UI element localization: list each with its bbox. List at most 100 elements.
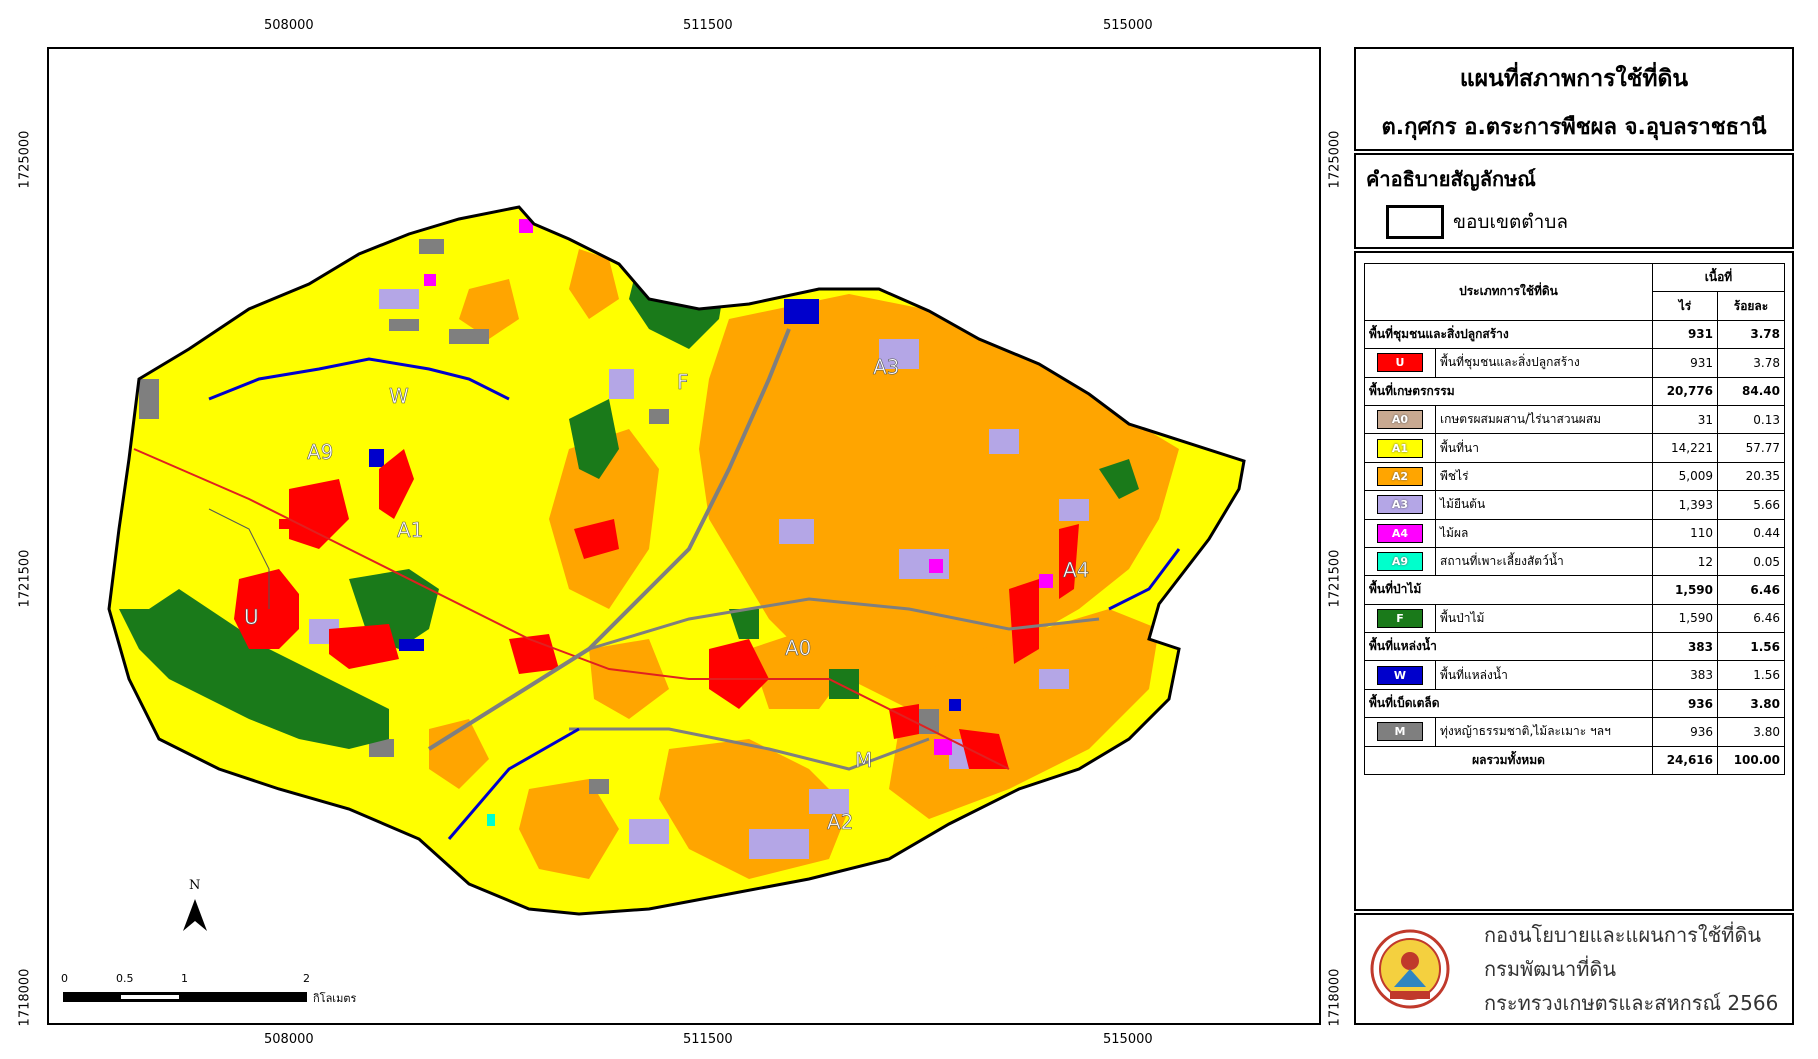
scale-bar <box>63 992 307 1002</box>
class-swatch-cell: W <box>1364 660 1436 690</box>
class-label: พื้นป่าไม้ <box>1435 603 1653 634</box>
map-label-u: U <box>244 605 259 629</box>
class-swatch-cell: A0 <box>1364 404 1436 435</box>
class-rai: 14,221 <box>1652 433 1718 463</box>
class-pct: 0.13 <box>1717 404 1785 435</box>
class-label: ไม้ยืนต้น <box>1435 490 1653 520</box>
stream <box>569 727 930 771</box>
y-tick-right: 1718000 <box>1327 968 1343 1027</box>
class-rai: 931 <box>1652 348 1718 378</box>
credit-line-1: กองนโยบายและแผนการใช้ที่ดิน <box>1484 923 1762 947</box>
class-swatch: A1 <box>1377 438 1423 458</box>
map-label-a3: A3 <box>873 355 899 379</box>
land-use-urban <box>234 449 1079 769</box>
class-swatch: A3 <box>1377 495 1423 515</box>
land-use-table: ประเภทการใช้ที่ดิน เนื้อที่ ไร่ ร้อยละ พ… <box>1364 262 1785 776</box>
y-tick-left: 1718000 <box>17 968 33 1027</box>
north-label: N <box>189 878 200 893</box>
class-pct: 0.44 <box>1717 518 1785 548</box>
class-pct: 5.66 <box>1717 490 1785 520</box>
class-swatch-cell: A2 <box>1364 461 1436 492</box>
scale-tick: 0 <box>61 972 68 985</box>
class-rai: 383 <box>1652 660 1718 690</box>
class-swatch: F <box>1377 608 1423 628</box>
stream <box>427 328 791 751</box>
class-pct: 57.77 <box>1717 433 1785 463</box>
class-rai: 936 <box>1652 717 1718 747</box>
credit-line-2: กรมพัฒนาที่ดิน <box>1484 957 1617 981</box>
map-label-m: M <box>855 748 872 772</box>
class-swatch-cell: U <box>1364 348 1436 378</box>
class-rai: 1,590 <box>1652 603 1718 634</box>
legend-heading: คำอธิบายสัญลักษณ์ <box>1366 167 1536 191</box>
class-rai: 110 <box>1652 518 1718 548</box>
credit-box: กองนโยบายและแผนการใช้ที่ดิน กรมพัฒนาที่ด… <box>1354 913 1794 1025</box>
map-label-a4: A4 <box>1063 558 1089 582</box>
y-tick-right: 1725000 <box>1327 130 1343 189</box>
category-label: พื้นที่ชุมชนและสิ่งปลูกสร้าง <box>1364 319 1653 350</box>
land-use-water-body <box>369 299 961 711</box>
header-type: ประเภทการใช้ที่ดิน <box>1364 263 1653 321</box>
x-tick-bottom: 515000 <box>1103 1032 1153 1047</box>
category-rai: 383 <box>1652 632 1718 662</box>
legend-box: คำอธิบายสัญลักษณ์ ขอบเขตตำบล <box>1354 153 1794 249</box>
y-tick-left: 1721500 <box>17 549 33 608</box>
class-swatch-cell: A3 <box>1364 490 1436 520</box>
class-label: ไม้ผล <box>1435 518 1653 548</box>
road <box>133 448 1010 770</box>
class-label: พื้นที่นา <box>1435 433 1653 463</box>
class-pct: 0.05 <box>1717 546 1785 577</box>
class-label: พื้นที่แหล่งน้ำ <box>1435 660 1653 690</box>
north-arrow-icon <box>183 899 207 931</box>
land-use-aquaculture <box>487 814 495 826</box>
class-rai: 31 <box>1652 404 1718 435</box>
map-label-a9: A9 <box>307 440 333 464</box>
header-rai: ไร่ <box>1652 291 1718 321</box>
category-rai: 931 <box>1652 319 1718 350</box>
total-pct: 100.00 <box>1717 745 1785 776</box>
category-pct: 6.46 <box>1717 575 1785 605</box>
class-rai: 5,009 <box>1652 461 1718 492</box>
x-tick-top: 508000 <box>264 18 314 33</box>
stream <box>447 727 580 840</box>
scale-tick: 0.5 <box>116 972 134 985</box>
scale-tick: 1 <box>181 972 188 985</box>
class-label: สถานที่เพาะเลี้ยงสัตว์น้ำ <box>1435 546 1653 577</box>
title-box: แผนที่สภาพการใช้ที่ดิน ต.กุศกร อ.ตระการพ… <box>1354 47 1794 151</box>
map-label-a2: A2 <box>827 810 853 834</box>
class-label: พื้นที่ชุมชนและสิ่งปลูกสร้าง <box>1435 348 1653 378</box>
category-rai: 936 <box>1652 688 1718 719</box>
header-pct: ร้อยละ <box>1717 291 1785 321</box>
land-use-table-box: ประเภทการใช้ที่ดิน เนื้อที่ ไร่ ร้อยละ พ… <box>1354 251 1794 911</box>
class-label: ทุ่งหญ้าธรรมชาติ,ไม้ละเมาะ ฯลฯ <box>1435 717 1653 747</box>
y-tick-left: 1725000 <box>17 130 33 189</box>
class-pct: 6.46 <box>1717 603 1785 634</box>
map-frame: W A9 A1 U F A3 A4 A0 M A2 N 0 0.5 1 2 กิ… <box>47 47 1321 1025</box>
class-rai: 12 <box>1652 546 1718 577</box>
class-swatch: M <box>1377 722 1423 742</box>
class-swatch: A0 <box>1377 410 1423 430</box>
class-label: พืชไร่ <box>1435 461 1653 492</box>
land-use-orchard <box>424 219 1053 755</box>
class-pct: 1.56 <box>1717 660 1785 690</box>
class-pct: 3.78 <box>1717 348 1785 378</box>
category-pct: 1.56 <box>1717 632 1785 662</box>
map-label-a1: A1 <box>397 518 423 542</box>
x-tick-bottom: 511500 <box>683 1032 733 1047</box>
x-tick-bottom: 508000 <box>264 1032 314 1047</box>
category-pct: 84.40 <box>1717 376 1785 406</box>
class-swatch: A9 <box>1377 552 1423 572</box>
class-label: เกษตรผสมผสาน/ไร่นาสวนผสม <box>1435 404 1653 435</box>
class-swatch: U <box>1377 353 1423 373</box>
category-rai: 20,776 <box>1652 376 1718 406</box>
stream <box>1108 548 1181 611</box>
